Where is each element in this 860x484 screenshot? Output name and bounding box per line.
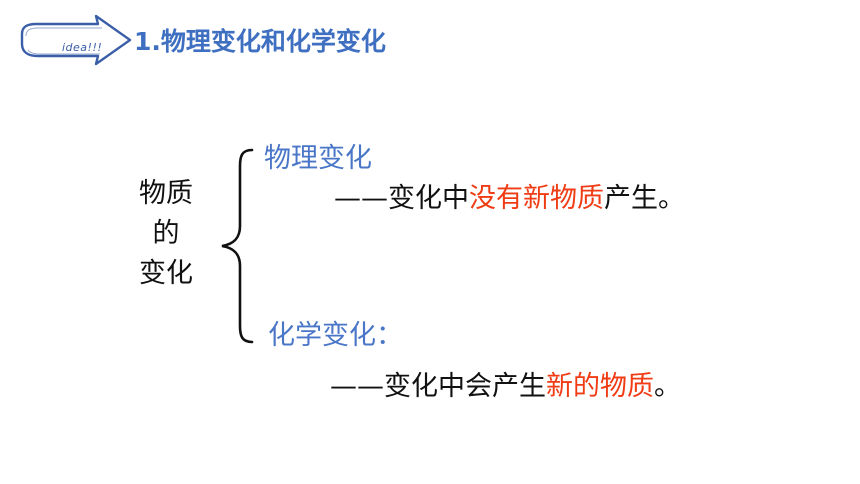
chemical-change-definition: ——变化中会产生新的物质。 [330,364,681,403]
definition-suffix: 产生。 [604,183,685,214]
curly-brace [221,148,254,344]
definition-highlight: 没有新物质 [469,183,604,214]
chemical-change-title: 化学变化： [268,320,403,351]
definition-prefix: 变化中会产生 [384,371,546,402]
definition-prefix: 变化中 [388,183,469,214]
definition-dash: —— [334,183,388,214]
definition-highlight: 新的物质 [546,371,654,402]
idea-badge: idea!!! [16,12,136,68]
definition-suffix: 。 [654,371,681,402]
physical-change-definition: ——变化中没有新物质产生。 [334,176,685,215]
root-label: 物质 的 变化 [128,174,204,294]
root-label-line: 物质 [139,178,193,209]
physical-change-title: 物理变化 [264,143,372,174]
idea-badge-text: idea!!! [62,41,103,54]
slide-title: 1.物理变化和化学变化 [134,27,386,56]
idea-arrow-icon [20,14,132,66]
root-label-line: 的 [152,218,180,249]
root-label-line: 变化 [139,258,193,289]
definition-dash: —— [330,371,384,402]
